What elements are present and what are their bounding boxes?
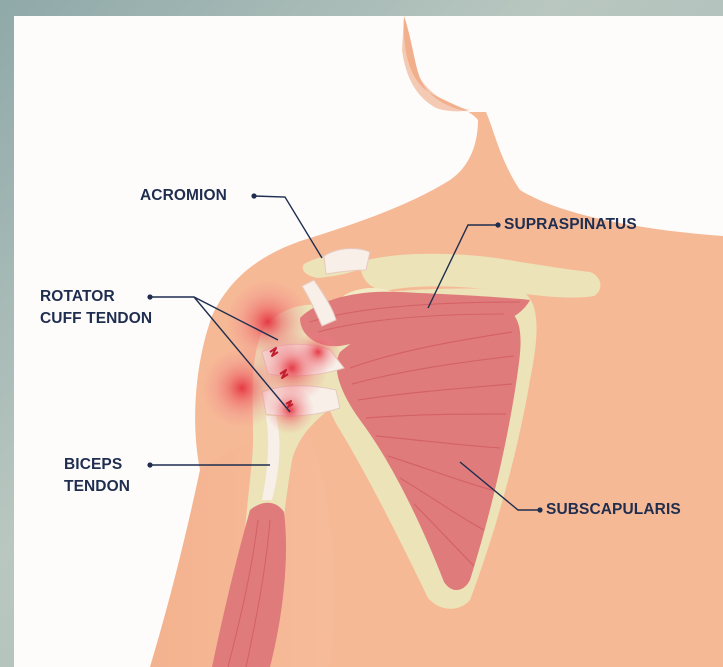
- label-acromion: ACROMION: [140, 186, 227, 206]
- neck-shadow: [402, 16, 470, 111]
- label-rotator-cuff-line1: ROTATOR: [40, 287, 115, 307]
- label-supraspinatus: SUPRASPINATUS: [504, 215, 637, 235]
- label-biceps-line1: BICEPS: [64, 455, 122, 475]
- label-rotator-cuff-line2: CUFF TENDON: [40, 309, 152, 329]
- label-subscapularis: SUBSCAPULARIS: [546, 500, 681, 520]
- label-biceps-line2: TENDON: [64, 477, 130, 497]
